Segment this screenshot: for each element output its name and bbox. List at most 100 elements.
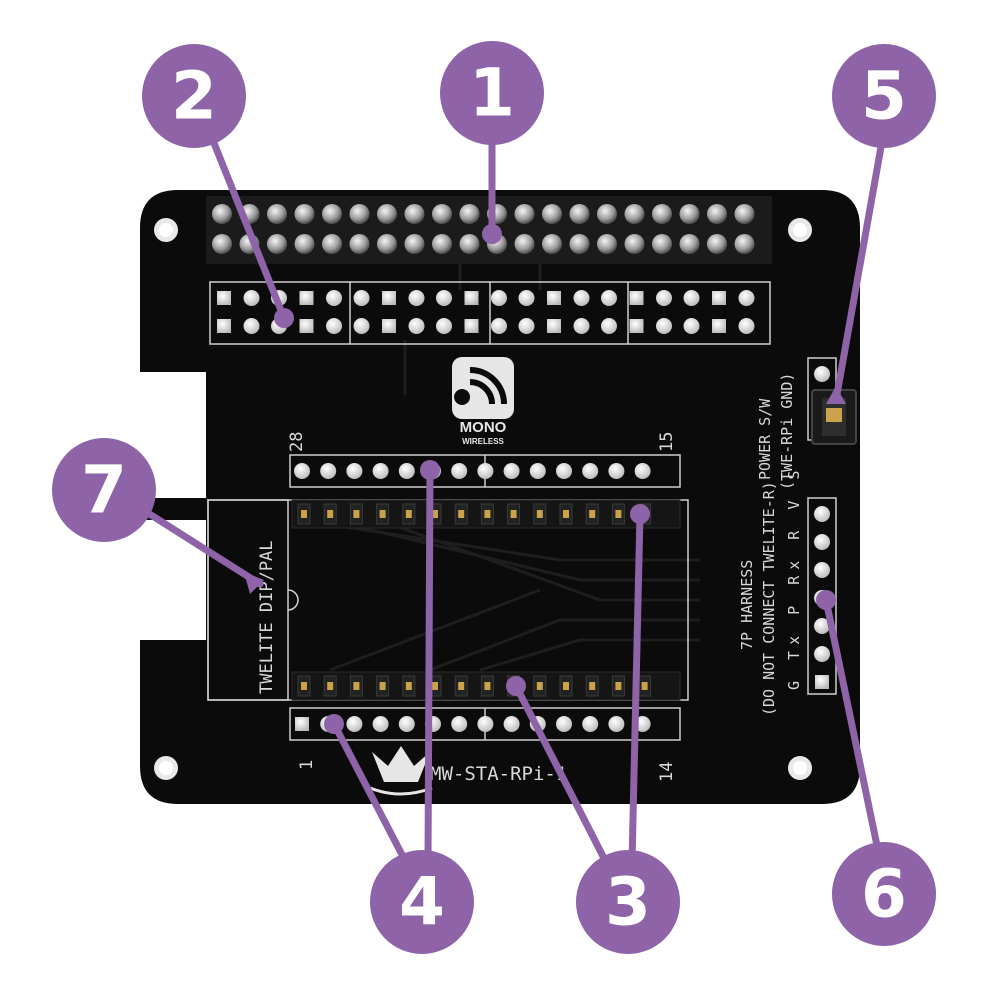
gpio-pad — [464, 291, 479, 305]
gpio-pin — [569, 204, 590, 224]
gpio-pad — [217, 319, 231, 333]
gpio-pin — [432, 204, 452, 224]
socket-contact — [405, 510, 412, 518]
gpio-pad — [518, 318, 535, 334]
gpio-pad — [573, 318, 590, 334]
twelite-pad — [398, 716, 415, 732]
twelite-pad — [346, 463, 363, 479]
label-1: 1 — [297, 760, 317, 770]
gpio-pin — [377, 204, 397, 224]
gpio-pin — [514, 204, 535, 224]
harness-pin-labels: G Tx P Rx R V S — [785, 465, 803, 690]
gpio-pin — [624, 234, 645, 254]
callout-number: 3 — [605, 864, 651, 941]
board-name: MW-STA-RPi-1 — [430, 763, 567, 785]
gpio-pad — [326, 318, 342, 334]
harness-pad — [814, 562, 830, 578]
gpio-pad — [436, 318, 452, 334]
twelite-pad — [503, 716, 520, 732]
callout-3: 3 — [576, 850, 680, 954]
gpio-pad — [518, 290, 535, 306]
twelite-pad — [608, 716, 625, 732]
harness-pad — [814, 534, 830, 550]
twelite-pad — [451, 716, 468, 732]
twelite-pad — [372, 716, 389, 732]
gpio-pad — [491, 290, 507, 306]
twelite-pad — [503, 463, 520, 479]
gpio-pad — [683, 318, 700, 334]
gpio-pad — [464, 319, 479, 333]
gpio-pin — [707, 234, 727, 254]
socket-contact — [353, 510, 360, 518]
gpio-pad — [243, 290, 260, 306]
twelite-socket-bottom — [291, 671, 681, 701]
gpio-pin — [294, 204, 315, 224]
gpio-pin — [212, 234, 232, 254]
callout-6: 6 — [832, 842, 936, 946]
socket-contact — [536, 510, 543, 518]
gpio-pin — [267, 204, 287, 224]
socket-contact — [458, 510, 465, 518]
gpio-pad — [353, 290, 370, 306]
socket-contact — [379, 682, 386, 690]
gpio-pin — [597, 234, 617, 254]
gpio-pad — [601, 318, 617, 334]
callout-4: 4 — [370, 850, 474, 954]
logo-text-mono: MONO — [460, 419, 507, 436]
gpio-pin — [707, 204, 727, 224]
socket-contact — [563, 682, 569, 690]
gpio-pad — [656, 290, 672, 306]
twelite-pad — [372, 463, 389, 479]
gpio-pad — [243, 318, 260, 334]
gpio-pad — [382, 319, 396, 333]
gpio-pin — [652, 204, 672, 224]
gpio-pad — [326, 290, 342, 306]
gpio-pin — [349, 234, 370, 254]
socket-contact — [432, 682, 438, 690]
twelite-pad — [582, 463, 599, 479]
power-switch-label: POWER S/W — [756, 398, 774, 480]
twelite-pad — [556, 463, 572, 479]
gpio-pin — [294, 234, 315, 254]
twelite-pad — [477, 716, 494, 732]
socket-contact — [484, 510, 491, 518]
gpio-pin — [432, 234, 452, 254]
socket-contact — [563, 510, 569, 518]
module-label: TWELITE DIP/PAL — [257, 540, 277, 694]
socket-contact — [353, 682, 360, 690]
gpio-pad — [436, 290, 452, 306]
harness-note: (DO NOT CONNECT TWELITE-R) — [760, 481, 778, 716]
gpio-pin — [652, 234, 672, 254]
gpio-pad — [491, 318, 507, 334]
callout-number: 7 — [81, 452, 127, 529]
gpio-pin — [212, 204, 232, 224]
twelite-pad — [451, 463, 468, 479]
gpio-pad — [547, 291, 561, 305]
gpio-pin — [679, 234, 700, 254]
gpio-pin — [322, 204, 342, 224]
callout-number: 2 — [171, 58, 217, 135]
twelite-pad — [398, 463, 415, 479]
callout-2: 2 — [142, 44, 246, 148]
silkscreen-outlines — [207, 281, 837, 741]
harness-pad — [814, 646, 830, 662]
power-switch-sub: (TWE-RPi GND) — [778, 373, 796, 490]
socket-contact — [484, 682, 491, 690]
gpio-pin — [459, 204, 480, 224]
twelite-pad — [529, 463, 546, 479]
mounting-holes — [154, 218, 812, 780]
gpio-pin — [542, 204, 562, 224]
logo-text-wireless: WIRELESS — [462, 437, 504, 446]
socket-contact — [301, 682, 307, 690]
gpio-pin — [734, 234, 755, 254]
gpio-pin — [377, 234, 397, 254]
gpio-pin — [569, 234, 590, 254]
gpio-pin — [597, 204, 617, 224]
callout-7: 7 — [52, 438, 156, 542]
gpio-pad — [299, 291, 314, 305]
harness-title: 7P HARNESS — [738, 560, 756, 650]
pcb-traces — [299, 250, 700, 672]
socket-contact — [615, 682, 622, 690]
gpio-pad — [547, 319, 561, 333]
